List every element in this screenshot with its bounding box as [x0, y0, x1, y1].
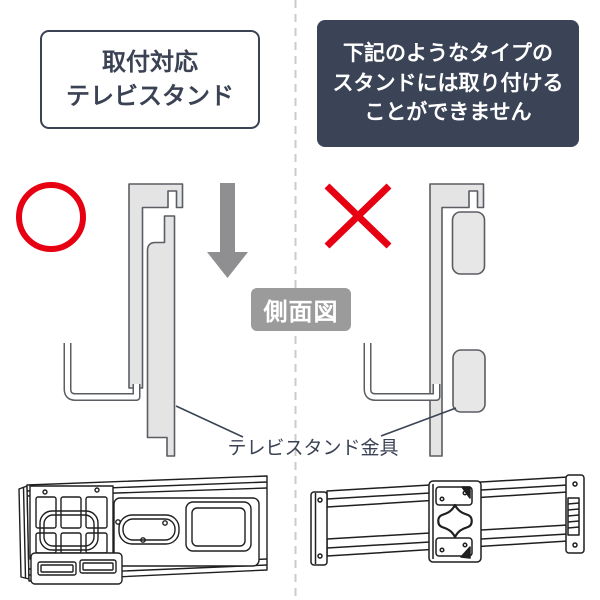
compatible-title-box: 取付対応 テレビスタンド [40, 30, 260, 129]
right-upper-block [451, 211, 486, 275]
right-rail-column [429, 183, 485, 457]
leader-line-right [380, 407, 457, 437]
incompatible-warning-line3: ことができません [364, 101, 532, 125]
incompatible-mount-drawing [310, 474, 585, 566]
incompatible-warning-line2: スタンドには取り付ける [332, 71, 564, 95]
left-hook-channel [63, 343, 141, 401]
right-hook-channel [363, 343, 441, 401]
ng-cross-icon [324, 183, 392, 249]
compatible-title-line1: 取付対応 [102, 49, 198, 77]
down-arrow-icon [207, 183, 248, 278]
incompatible-warning-line1: 下記のようなタイプの [343, 42, 553, 66]
right-lower-block [452, 349, 486, 413]
ok-circle-icon [16, 182, 86, 252]
compatible-mount-drawing [18, 475, 268, 585]
leader-line-left [175, 405, 244, 438]
compatible-title-line2: テレビスタンド [66, 82, 234, 110]
stand-bracket-label: テレビスタンド金具 [227, 438, 399, 459]
side-view-badge: 側面図 [251, 288, 351, 331]
left-stand-bracket-plate [146, 215, 176, 457]
incompatible-warning-box: 下記のようなタイプの スタンドには取り付ける ことができません [317, 20, 579, 147]
